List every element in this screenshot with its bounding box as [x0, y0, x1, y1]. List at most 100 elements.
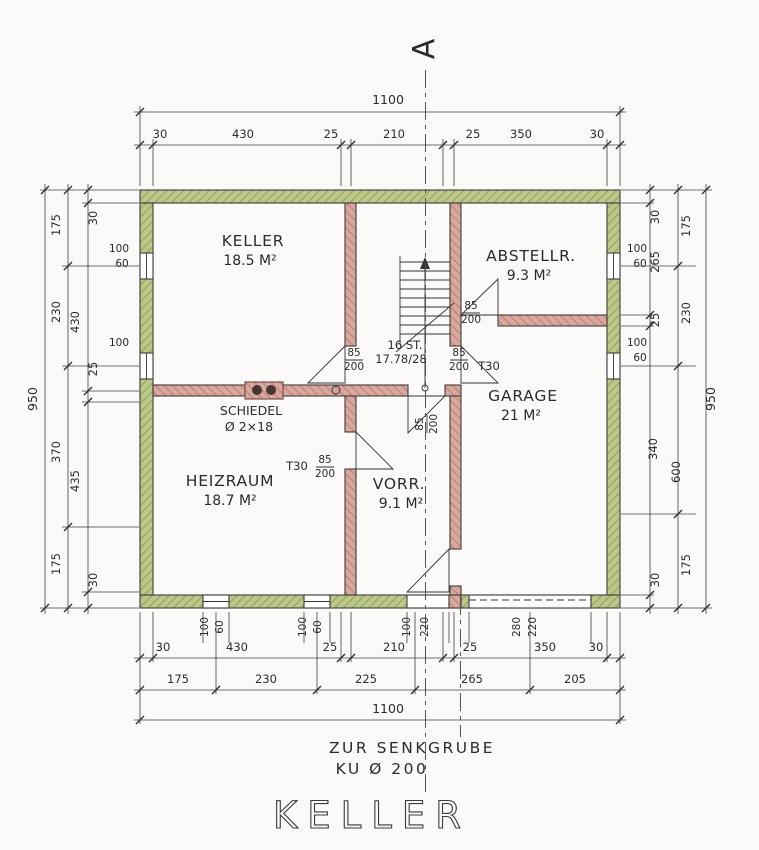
- dim-left: 950 175 30 100 60 230 430 100 25 370 435…: [25, 211, 129, 588]
- dim-label: 220: [527, 617, 539, 637]
- dim-label: 30: [156, 640, 171, 654]
- garage-door-opening: [468, 594, 592, 609]
- dim-label: 230: [679, 302, 693, 324]
- dim-label: 225: [355, 672, 377, 686]
- dim-label: 230: [49, 301, 63, 323]
- dim-label: 175: [49, 214, 63, 236]
- dim-label: 350: [510, 127, 532, 141]
- drawing-title: KELLER: [273, 794, 471, 837]
- extension-lines: [40, 106, 712, 724]
- room-label-keller: KELLER: [222, 232, 285, 250]
- dim-label: 25: [466, 127, 481, 141]
- dim-label: 175: [679, 215, 693, 237]
- chimney-label: SCHIEDEL: [220, 403, 282, 418]
- dim-label: 430: [68, 311, 82, 333]
- room-label-heizraum: HEIZRAUM: [186, 472, 275, 490]
- exterior-door-opening: [406, 594, 450, 609]
- dim-label: 100: [297, 617, 309, 637]
- room-area-vorrat: 9.1 M²: [379, 496, 423, 512]
- door-height: 200: [344, 361, 364, 373]
- room-area-abstellraum: 9.3 M²: [507, 268, 551, 284]
- dim-label: 265: [461, 672, 483, 686]
- dim-label: 60: [633, 352, 646, 364]
- dim-left-overall: 950: [25, 387, 40, 411]
- dimension-lines: [44, 111, 707, 721]
- dim-right-overall: 950: [703, 387, 718, 411]
- dim-label: 30: [590, 127, 605, 141]
- door-swing: [306, 344, 346, 384]
- dim-right: 950 30 175 100 60 265 25 230 100 60 340 …: [627, 210, 718, 588]
- room-area-keller: 18.5 M²: [223, 253, 276, 269]
- dim-label: 100: [627, 337, 647, 349]
- dim-label: 175: [167, 672, 189, 686]
- room-labels: KELLER 18.5 M² ABSTELLR. 9.3 M² GARAGE 2…: [186, 232, 576, 512]
- door-swing: [460, 344, 500, 384]
- dim-bottom: 100 60 100 60 100 220 280 220: [199, 617, 539, 637]
- dim-label: 25: [463, 640, 478, 654]
- dim-label: 100: [401, 617, 413, 637]
- room-label-vorrat: VORR.: [373, 475, 425, 493]
- room-area-garage: 21 M²: [501, 408, 541, 424]
- door-height: 200: [449, 361, 469, 373]
- dim-label: 430: [226, 640, 248, 654]
- dim-label: 60: [633, 258, 646, 270]
- dim-label: 25: [86, 362, 100, 377]
- door-height: 200: [428, 414, 440, 434]
- dim-label: 100: [627, 243, 647, 255]
- dim-label: 60: [115, 258, 128, 270]
- dim-bottom-chain: 30 430 25 210 25 350 30 175 230 225 265 …: [156, 640, 604, 716]
- window-openings: [139, 252, 621, 609]
- door-width: 85: [414, 417, 426, 430]
- dim-label: 100: [109, 337, 129, 349]
- fire-door-label: T30: [285, 459, 308, 473]
- door-height: 200: [461, 314, 481, 326]
- door-height: 200: [315, 468, 335, 480]
- dim-label: 280: [511, 617, 523, 637]
- dim-label: 175: [679, 554, 693, 576]
- chimney-size: Ø 2×18: [225, 419, 273, 434]
- dim-label: 30: [153, 127, 168, 141]
- dim-label: 435: [68, 470, 82, 492]
- door-swing: [459, 277, 499, 316]
- dim-label: 25: [648, 313, 662, 328]
- dim-label: 600: [669, 461, 683, 483]
- dim-label: 340: [646, 438, 660, 460]
- dim-label: 210: [383, 640, 405, 654]
- chimney-block: [244, 381, 341, 400]
- section-marker: A: [407, 38, 442, 59]
- dim-label: 100: [109, 243, 129, 255]
- dim-label: 220: [419, 617, 431, 637]
- door-width: 85: [452, 347, 465, 359]
- dim-label: 30: [648, 210, 662, 225]
- dim-label: 350: [534, 640, 556, 654]
- dim-top: 1100 30 430 25 210 25 350 30: [153, 92, 605, 141]
- dimension-ticks: [40, 107, 711, 725]
- dim-label: 30: [86, 573, 100, 588]
- door-width: 85: [347, 347, 360, 359]
- stairs-count: 16 ST.: [388, 338, 423, 352]
- dim-label: 30: [648, 573, 662, 588]
- dim-label: 30: [86, 211, 100, 226]
- door-swing: [407, 395, 447, 435]
- footer: ZUR SENKGRUBE KU Ø 200 KELLER: [272, 739, 492, 838]
- dim-label: 25: [324, 127, 339, 141]
- fire-door-label: T30: [477, 359, 500, 373]
- door-labels: 85 200 85 200 85 200 85 200 85 200 T30 T…: [285, 300, 500, 480]
- dim-label: 205: [564, 672, 586, 686]
- dim-label: 30: [589, 640, 604, 654]
- door-swing: [405, 547, 450, 593]
- note-line-2: KU Ø 200: [336, 760, 429, 778]
- room-area-heizraum: 18.7 M²: [203, 493, 256, 509]
- dim-label: 430: [232, 127, 254, 141]
- dim-label: 210: [383, 127, 405, 141]
- dim-label: 230: [255, 672, 277, 686]
- dim-label: 370: [49, 441, 63, 463]
- room-label-abstellraum: ABSTELLR.: [486, 247, 576, 265]
- door-width: 85: [318, 454, 331, 466]
- dim-label: 175: [49, 553, 63, 575]
- dim-label: 265: [648, 251, 662, 273]
- dim-label: 100: [199, 617, 211, 637]
- door-width: 85: [464, 300, 477, 312]
